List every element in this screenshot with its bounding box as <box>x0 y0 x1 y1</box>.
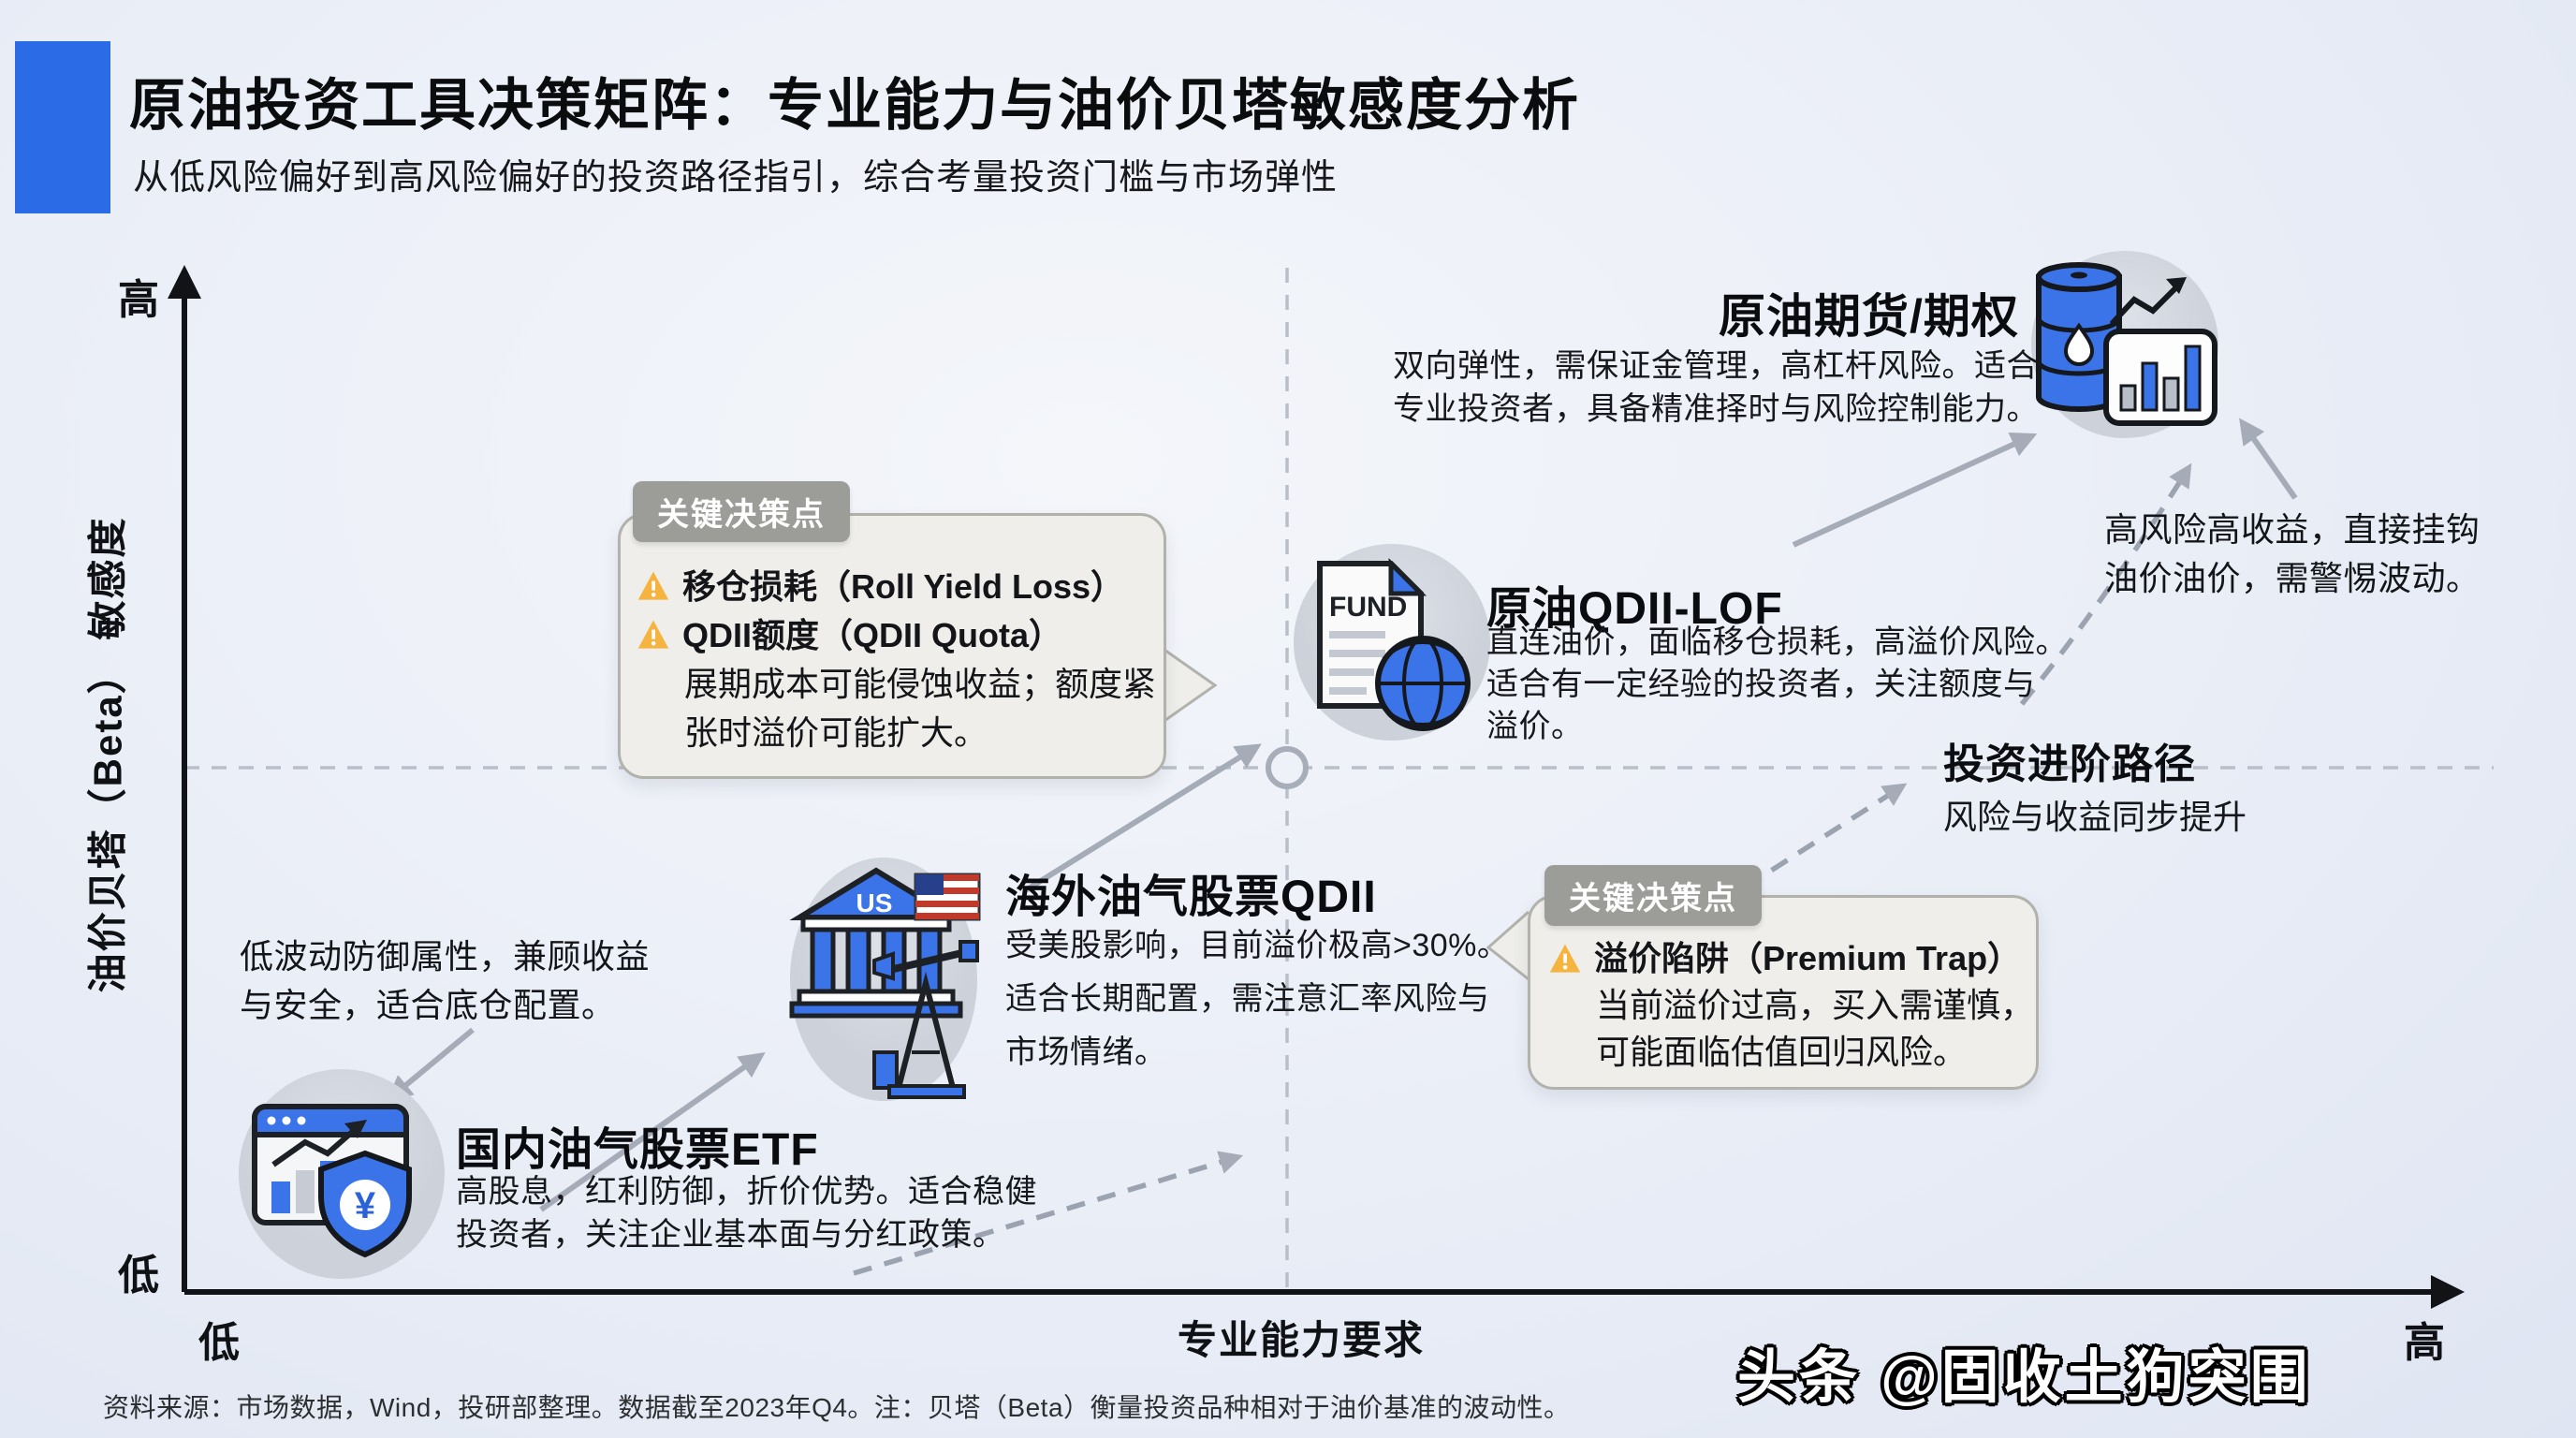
futures-title: 原油期货/期权 <box>1719 290 2019 343</box>
arrow-note-to-futures <box>2239 418 2298 500</box>
x-axis-high-label: 高 <box>2404 1320 2445 1366</box>
futures-desc-line2: 专业投资者，具备精准择时与风险控制能力。 <box>1393 391 2039 427</box>
futures-desc-line1: 双向弹性，需保证金管理，高杠杆风险。适合 <box>1393 348 2039 384</box>
dashed-arrow-path-to-futures <box>2019 462 2192 706</box>
roll-callout-tail <box>1160 646 1218 725</box>
pumpjack-icon <box>872 940 979 1099</box>
dashed-arrow-callout-to-path-label <box>1743 783 1908 890</box>
premium-callout-box: 溢价陷阱（Premium Trap） 当前溢价过高，买入需谨慎， 可能面临估值回… <box>1528 895 2039 1090</box>
us-flag-icon <box>914 873 981 921</box>
matrix-center-marker <box>1266 746 1309 789</box>
path-label-title: 投资进阶路径 <box>1943 741 2196 787</box>
lof-desc-line3: 溢价。 <box>1486 709 1584 744</box>
arrow-etf-to-qdii <box>539 1052 766 1212</box>
us-bank-pumpjack-icon: US <box>789 858 981 1101</box>
y-axis-low-label: 低 <box>118 1253 159 1299</box>
roll-item2-text: QDII额度（QDII Quota） <box>682 616 1063 654</box>
arrow-note-to-etf <box>386 1027 475 1102</box>
futures-desc: 双向弹性，需保证金管理，高杠杆风险。适合 专业投资者，具备精准择时与风险控制能力… <box>1393 345 2039 431</box>
yuan-symbol: ¥ <box>355 1185 376 1226</box>
dashed-arrow-etf-to-premium-callout <box>853 1151 1244 1276</box>
arrow-lof-to-futures <box>1792 433 2038 548</box>
roll-callout-item2: QDII额度（QDII Quota） <box>636 611 1164 660</box>
title-accent-bar <box>15 41 110 213</box>
etf-desc-line2: 投资者，关注企业基本面与分红政策。 <box>456 1217 1005 1253</box>
etf-note-line2: 与安全，适合底仓配置。 <box>240 986 616 1024</box>
roll-body-line1: 展期成本可能侵蚀收益；额度紧 <box>684 665 1157 703</box>
premium-callout-badge: 关键决策点 <box>1544 865 1762 926</box>
oil-barrel-chart-icon <box>2031 251 2218 438</box>
lof-title: 原油QDII-LOF <box>1486 584 1783 634</box>
warning-icon <box>637 571 669 600</box>
qdii-desc-line3: 市场情绪。 <box>1005 1034 1167 1070</box>
etf-desc: 高股息，红利防御，折价优势。适合稳健 投资者，关注企业基本面与分红政策。 <box>456 1170 1037 1256</box>
path-label-subtitle: 风险与收益同步提升 <box>1943 798 2247 836</box>
etf-desc-line1: 高股息，红利防御，折价优势。适合稳健 <box>456 1174 1037 1210</box>
roll-callout-box: 移仓损耗（Roll Yield Loss） QDII额度（QDII Quota）… <box>618 513 1166 779</box>
premium-callout-item1: 溢价陷阱（Premium Trap） <box>1547 935 2036 982</box>
lof-desc-line1: 直连油价，面临移仓损耗，高溢价风险。 <box>1486 624 2068 660</box>
qdii-title: 海外油气股票QDII <box>1005 873 1377 922</box>
premium-body-line1: 当前溢价过高，买入需谨慎， <box>1596 986 2035 1024</box>
etf-note-line1: 低波动防御属性，兼顾收益 <box>240 937 651 976</box>
qdii-desc: 受美股影响，目前溢价极高>30%。 适合长期配置，需注意汇率风险与 市场情绪。 <box>1005 919 1509 1079</box>
roll-item1-text: 移仓损耗（Roll Yield Loss） <box>682 567 1125 606</box>
futures-note-line2: 油价油价，需警惕波动。 <box>2104 559 2481 597</box>
x-axis-title: 专业能力要求 <box>1178 1318 1426 1362</box>
etf-note: 低波动防御属性，兼顾收益 与安全，适合底仓配置。 <box>240 932 650 1030</box>
arrow-qdii-to-center <box>1022 743 1262 894</box>
uptrend-line-icon <box>2109 277 2187 327</box>
premium-body-line2: 可能面临估值回归风险。 <box>1596 1033 1968 1071</box>
etf-title: 国内油气股票ETF <box>456 1125 819 1175</box>
page-subtitle: 从低风险偏好到高风险偏好的投资路径指引，综合考量投资门槛与市场弹性 <box>133 158 1339 198</box>
roll-body-line2: 张时溢价可能扩大。 <box>684 713 988 752</box>
watermark: 头条 @固收土狗突围 <box>1737 1345 2312 1410</box>
fund-document-globe-icon: FUND <box>1294 544 1490 741</box>
lof-desc: 直连油价，面临移仓损耗，高溢价风险。 适合有一定经验的投资者，关注额度与 溢价。 <box>1486 622 2068 748</box>
y-axis-title: 油价贝塔（Beta） 敏感度 <box>85 516 130 993</box>
futures-note-line1: 高风险高收益，直接挂钩 <box>2104 510 2481 549</box>
bar-chart-card <box>2103 329 2217 426</box>
lof-desc-line2: 适合有一定经验的投资者，关注额度与 <box>1486 667 2036 702</box>
browser-chart-shield-icon: ¥ <box>239 1069 445 1279</box>
roll-callout-item1: 移仓损耗（Roll Yield Loss） <box>636 563 1164 611</box>
warning-icon <box>1549 944 1581 973</box>
warning-icon <box>637 620 669 649</box>
x-axis-low-label: 低 <box>198 1320 240 1366</box>
qdii-desc-line2: 适合长期配置，需注意汇率风险与 <box>1005 981 1490 1017</box>
y-axis-high-label: 高 <box>118 277 159 323</box>
us-label: US <box>856 888 893 917</box>
roll-callout-badge: 关键决策点 <box>633 481 850 542</box>
qdii-desc-line1: 受美股影响，目前溢价极高>30%。 <box>1005 928 1510 963</box>
globe-icon <box>1375 636 1471 731</box>
premium-item1-text: 溢价陷阱（Premium Trap） <box>1594 939 2022 977</box>
footer-source: 资料来源：市场数据，Wind，投研部整理。数据截至2023年Q4。注：贝塔（Be… <box>103 1393 1571 1422</box>
page-title: 原油投资工具决策矩阵：专业能力与油价贝塔敏感度分析 <box>129 74 1580 137</box>
premium-callout-tail <box>1486 910 1530 981</box>
fund-label: FUND <box>1329 592 1407 623</box>
futures-note: 高风险高收益，直接挂钩 油价油价，需警惕波动。 <box>2104 506 2481 603</box>
